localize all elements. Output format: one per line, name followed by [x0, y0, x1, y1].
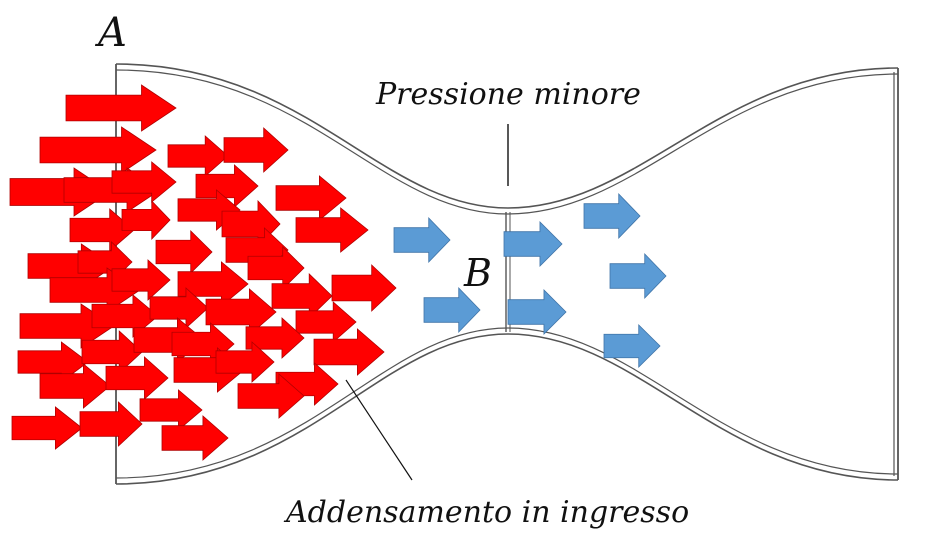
red-arrow	[205, 288, 277, 336]
label-point-b: B	[463, 251, 492, 295]
red-arrow	[105, 356, 169, 400]
red-arrow	[91, 294, 159, 338]
blue-arrow	[609, 253, 667, 299]
red-arrow	[39, 126, 157, 174]
red-arrow	[79, 401, 143, 447]
red-arrow	[177, 261, 249, 307]
blue-arrow	[393, 217, 451, 263]
red-arrow	[313, 328, 385, 376]
crowding-leader-line	[345, 379, 413, 481]
red-arrow	[161, 415, 229, 461]
pipe-bottom-wall	[115, 333, 899, 485]
pipe-top-wall-inner	[115, 69, 899, 215]
red-arrow	[275, 175, 347, 221]
red-arrow	[155, 230, 213, 274]
pipe-bottom-wall-inner	[115, 327, 899, 479]
red-arrow	[17, 341, 89, 383]
label-crowding: Addensamento in ingresso	[283, 495, 689, 530]
red-arrow	[121, 200, 171, 240]
red-arrow	[223, 127, 289, 173]
red-arrow	[331, 264, 397, 312]
red-arrow	[111, 259, 171, 301]
red-arrow	[295, 301, 357, 343]
red-arrow	[11, 406, 83, 450]
red-arrow	[65, 84, 177, 132]
blue-arrow	[583, 193, 641, 239]
red-arrow	[295, 207, 369, 253]
red-arrow	[111, 161, 177, 203]
red-arrow	[271, 273, 333, 319]
label-low-pressure: Pressione minore	[375, 77, 641, 112]
red-arrow	[39, 363, 111, 409]
blue-arrow	[603, 324, 661, 368]
red-arrow	[247, 246, 305, 290]
red-arrow	[167, 135, 229, 177]
pipe-top-wall	[115, 63, 899, 209]
red-arrow	[149, 287, 209, 329]
label-point-a: A	[94, 10, 127, 56]
red-arrow	[139, 389, 203, 431]
red-arrow	[237, 373, 305, 419]
dense-arrows-group	[9, 84, 397, 461]
red-arrow	[215, 341, 275, 383]
red-arrow	[81, 330, 143, 374]
blue-arrow	[507, 289, 567, 335]
red-arrow	[195, 164, 259, 208]
red-arrow	[69, 208, 135, 252]
blue-arrow	[503, 221, 563, 267]
flow-arrows-group	[393, 193, 667, 368]
red-arrow	[19, 303, 115, 349]
blue-arrow	[423, 287, 481, 333]
